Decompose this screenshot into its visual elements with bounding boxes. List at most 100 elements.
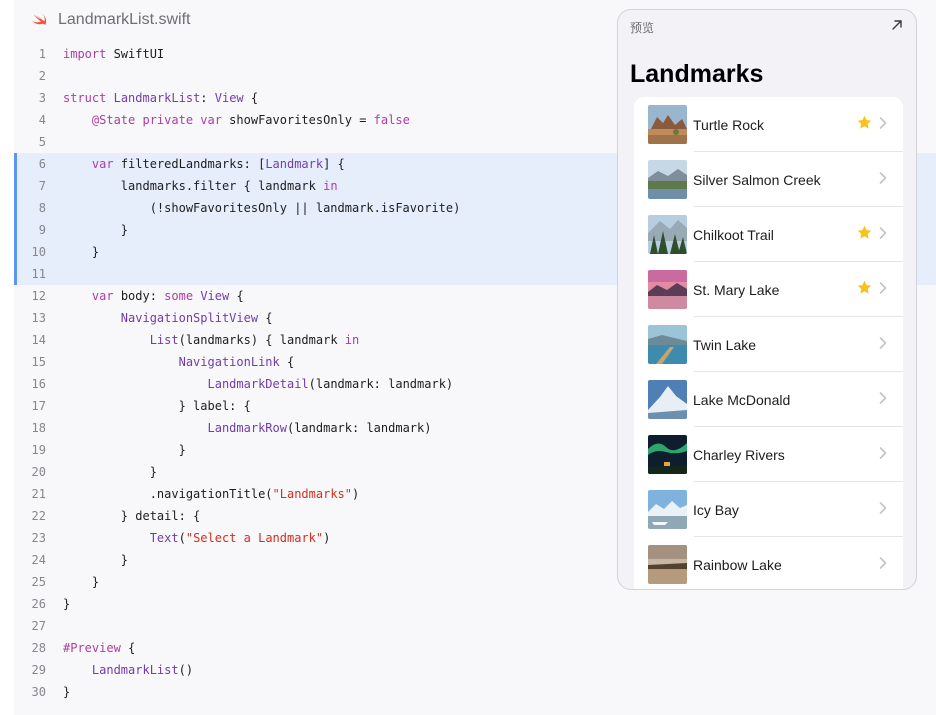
line-number: 13: [31, 311, 46, 325]
code-text: struct LandmarkList: View {: [63, 87, 258, 109]
code-token: body:: [113, 289, 165, 303]
code-text: #Preview {: [63, 637, 135, 659]
code-line[interactable]: 18 LandmarkRow(landmark: landmark): [14, 417, 936, 439]
code-line[interactable]: 22 } detail: {: [14, 505, 936, 527]
code-token: in: [323, 179, 338, 193]
landmark-row[interactable]: St. Mary Lake: [634, 262, 903, 317]
code-text: }: [63, 461, 157, 483]
code-line[interactable]: 5: [14, 131, 936, 153]
code-line[interactable]: 27: [14, 615, 936, 637]
code-token: var: [91, 157, 114, 171]
code-token: [63, 377, 208, 391]
preview-label: 预览: [630, 21, 655, 35]
code-line[interactable]: 13 NavigationSplitView {: [14, 307, 936, 329]
code-token: }: [63, 553, 129, 567]
code-line[interactable]: 23 Text("Select a Landmark"): [14, 527, 936, 549]
code-line[interactable]: 2: [14, 65, 936, 87]
code-token: var: [91, 289, 114, 303]
line-number: 17: [31, 399, 46, 413]
code-line[interactable]: 4 @State private var showFavoritesOnly =…: [14, 109, 936, 131]
code-line[interactable]: 16 LandmarkDetail(landmark: landmark): [14, 373, 936, 395]
code-line[interactable]: 15 NavigationLink {: [14, 351, 936, 373]
line-number: 24: [31, 553, 46, 567]
code-token: LandmarkDetail: [207, 377, 309, 391]
code-text: } label: {: [63, 395, 251, 417]
code-token: {: [258, 311, 273, 325]
code-text: Text("Select a Landmark"): [63, 527, 331, 549]
code-text: NavigationLink {: [63, 351, 295, 373]
landmark-name: Chilkoot Trail: [693, 226, 774, 243]
code-token: [63, 355, 179, 369]
landmark-thumbnail: [648, 160, 687, 199]
line-number: 25: [31, 575, 46, 589]
line-number: 18: [31, 421, 46, 435]
code-token: }: [63, 223, 129, 237]
code-token: [63, 333, 150, 347]
landmark-row[interactable]: Twin Lake: [634, 317, 903, 372]
code-token: [63, 311, 121, 325]
code-token: :: [200, 91, 215, 105]
landmark-row[interactable]: Lake McDonald: [634, 372, 903, 427]
code-text: }: [63, 549, 128, 571]
code-line[interactable]: 25 }: [14, 571, 936, 593]
code-line[interactable]: 26}: [14, 593, 936, 615]
code-line[interactable]: 19 }: [14, 439, 936, 461]
star-icon: [856, 279, 879, 301]
landmark-thumbnail: [648, 105, 687, 144]
code-line[interactable]: 21 .navigationTitle("Landmarks"): [14, 483, 936, 505]
landmark-thumbnail: [648, 380, 687, 419]
code-token: [63, 289, 92, 303]
code-token: {: [120, 641, 136, 655]
landmark-thumbnail: [648, 270, 687, 309]
landmark-row[interactable]: Chilkoot Trail: [634, 207, 903, 262]
chevron-right-icon: [879, 556, 903, 574]
code-line[interactable]: 30}: [14, 681, 936, 703]
code-token: (: [178, 531, 186, 545]
landmark-row[interactable]: Turtle Rock: [634, 97, 903, 152]
code-token: Landmark: [265, 157, 324, 171]
swift-icon: [30, 11, 49, 30]
chevron-right-icon: [879, 281, 903, 299]
landmark-name: Twin Lake: [693, 336, 757, 353]
code-token: ] {: [323, 157, 345, 171]
chevron-right-icon: [879, 336, 903, 354]
landmark-name: Rainbow Lake: [693, 556, 782, 573]
landmark-row[interactable]: Charley Rivers: [634, 427, 903, 482]
code-text: }: [63, 439, 186, 461]
code-line[interactable]: 17 } label: {: [14, 395, 936, 417]
code-text: }: [63, 219, 128, 241]
chevron-right-icon: [879, 501, 903, 519]
code-line[interactable]: 14 List(landmarks) { landmark in: [14, 329, 936, 351]
line-number: 30: [31, 685, 46, 699]
code-text: landmarks.filter { landmark in: [63, 175, 338, 197]
landmark-row[interactable]: Silver Salmon Creek: [634, 152, 903, 207]
code-token: View: [200, 289, 230, 303]
code-line[interactable]: 28#Preview {: [14, 637, 936, 659]
code-text: (!showFavoritesOnly || landmark.isFavori…: [63, 197, 461, 219]
arrow-up-right-icon[interactable]: [888, 16, 906, 34]
code-token: {: [229, 289, 244, 303]
code-token: false: [373, 113, 410, 127]
code-text: } detail: {: [63, 505, 200, 527]
landmark-row[interactable]: Rainbow Lake: [634, 537, 903, 589]
code-token: .navigationTitle(: [63, 487, 273, 501]
landmark-row[interactable]: Icy Bay: [634, 482, 903, 537]
landmark-name: St. Mary Lake: [693, 281, 780, 298]
code-token: (): [178, 663, 194, 677]
code-token: "Landmarks": [272, 487, 352, 501]
code-text: .navigationTitle("Landmarks"): [63, 483, 360, 505]
code-token: [63, 663, 92, 677]
code-line[interactable]: 20 }: [14, 461, 936, 483]
star-icon: [856, 224, 879, 246]
code-line[interactable]: 12 var body: some View {: [14, 285, 936, 307]
code-token: struct: [63, 91, 107, 105]
code-token: }: [63, 465, 157, 479]
line-number: 14: [31, 333, 46, 347]
code-line[interactable]: 29 LandmarkList(): [14, 659, 936, 681]
code-token: (landmark: landmark): [308, 377, 454, 391]
code-line[interactable]: 24 }: [14, 549, 936, 571]
line-number: 2: [38, 69, 46, 83]
